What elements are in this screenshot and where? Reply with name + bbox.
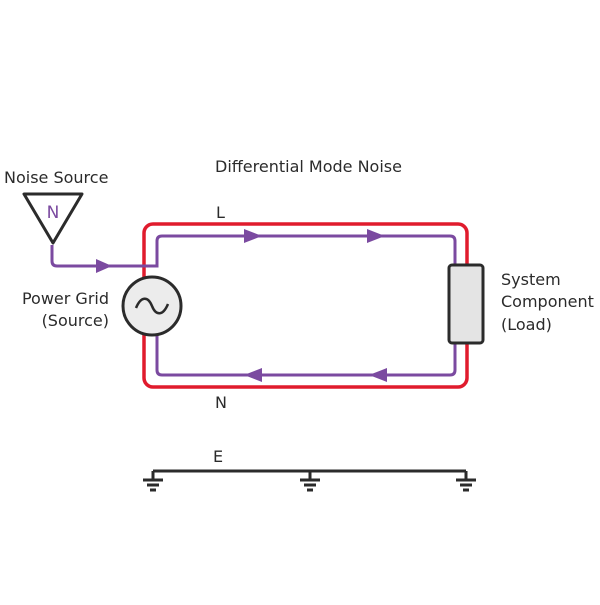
earth-conductor-label: E xyxy=(213,447,223,466)
ac-sine-icon xyxy=(134,297,170,315)
power-grid-label: Power Grid xyxy=(22,289,109,308)
load-label-line1: System xyxy=(501,270,561,289)
noise-source-label: Noise Source xyxy=(4,168,108,187)
conductor-loop xyxy=(142,222,469,389)
arrow-icon xyxy=(96,259,112,273)
ground-icon xyxy=(456,471,476,492)
arrow-icon xyxy=(369,368,387,382)
noise-symbol: N xyxy=(47,203,60,223)
load-label-line3: (Load) xyxy=(501,315,552,334)
load-box xyxy=(447,263,485,345)
system-load: System Component (Load) xyxy=(447,263,594,345)
neutral-conductor-label: N xyxy=(215,393,227,412)
line-conductor-label: L xyxy=(216,203,225,222)
noise-current-path xyxy=(50,234,457,377)
arrow-icon xyxy=(244,229,262,243)
earth-bus xyxy=(143,469,476,492)
power-grid-source: Power Grid (Source) xyxy=(22,275,183,337)
load-label-line2: Component xyxy=(501,292,594,311)
power-grid-sublabel: (Source) xyxy=(42,311,109,330)
ground-icon xyxy=(300,471,320,492)
noise-source: Noise Source N xyxy=(4,168,108,245)
ground-icon xyxy=(143,471,163,492)
arrow-icon xyxy=(244,368,262,382)
diagram-title: Differential Mode Noise xyxy=(215,157,402,176)
arrow-icon xyxy=(367,229,385,243)
triangle-source-icon xyxy=(22,192,84,245)
